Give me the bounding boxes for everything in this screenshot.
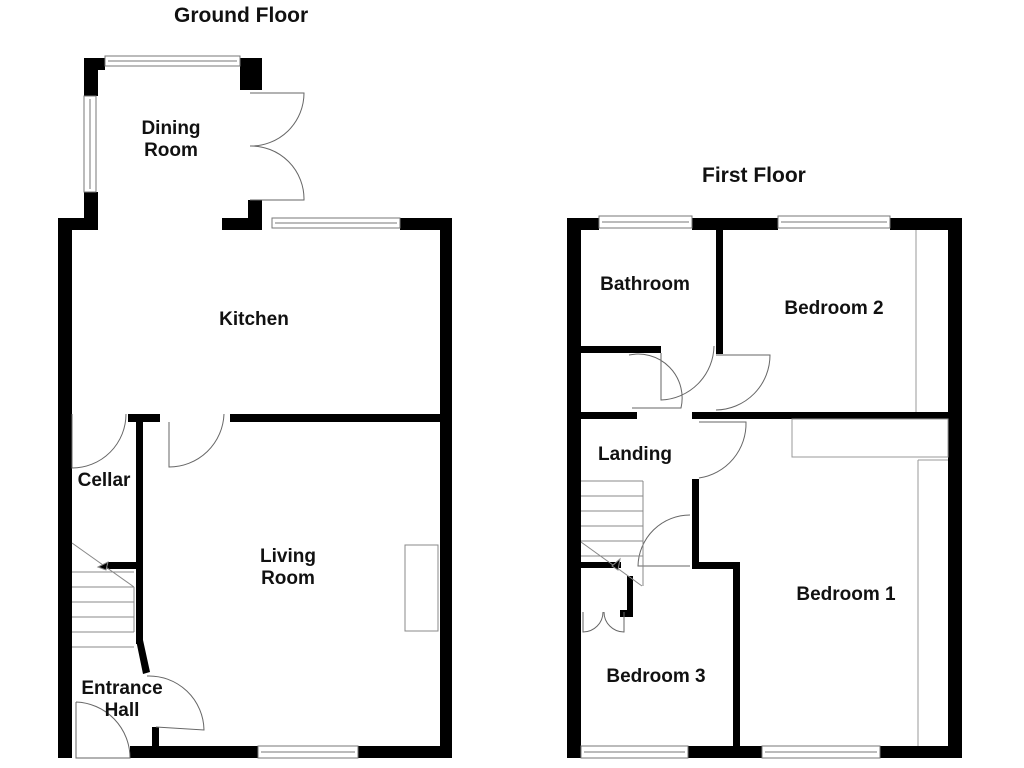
first-floor-title: First Floor [702,164,806,187]
first-floor-stairs [580,480,644,587]
ground-floor-windows [83,55,401,759]
room-label-bedroom-2: Bedroom 2 [784,298,884,319]
ground-floor-walls [58,58,452,758]
ground-floor-doors [71,92,439,759]
room-label-living-room: Living Room [260,546,316,589]
first-floor-windows [580,215,891,759]
room-label-cellar: Cellar [77,470,131,491]
room-label-entrance-hall: Entrance Hall [81,678,163,721]
first-floor-plan [567,215,962,759]
ground-floor-stairs [71,542,135,648]
ground-floor-title: Ground Floor [174,4,309,27]
room-label-kitchen: Kitchen [219,309,289,330]
room-label-dining-room: Dining Room [141,118,201,161]
room-label-bathroom: Bathroom [600,274,690,295]
ground-floor-plan [58,55,452,759]
room-label-bedroom-1: Bedroom 1 [796,584,896,605]
room-label-bedroom-3: Bedroom 3 [606,666,706,687]
room-label-landing: Landing [598,444,672,465]
first-floor-doors [582,230,949,746]
first-floor-walls [567,218,962,758]
